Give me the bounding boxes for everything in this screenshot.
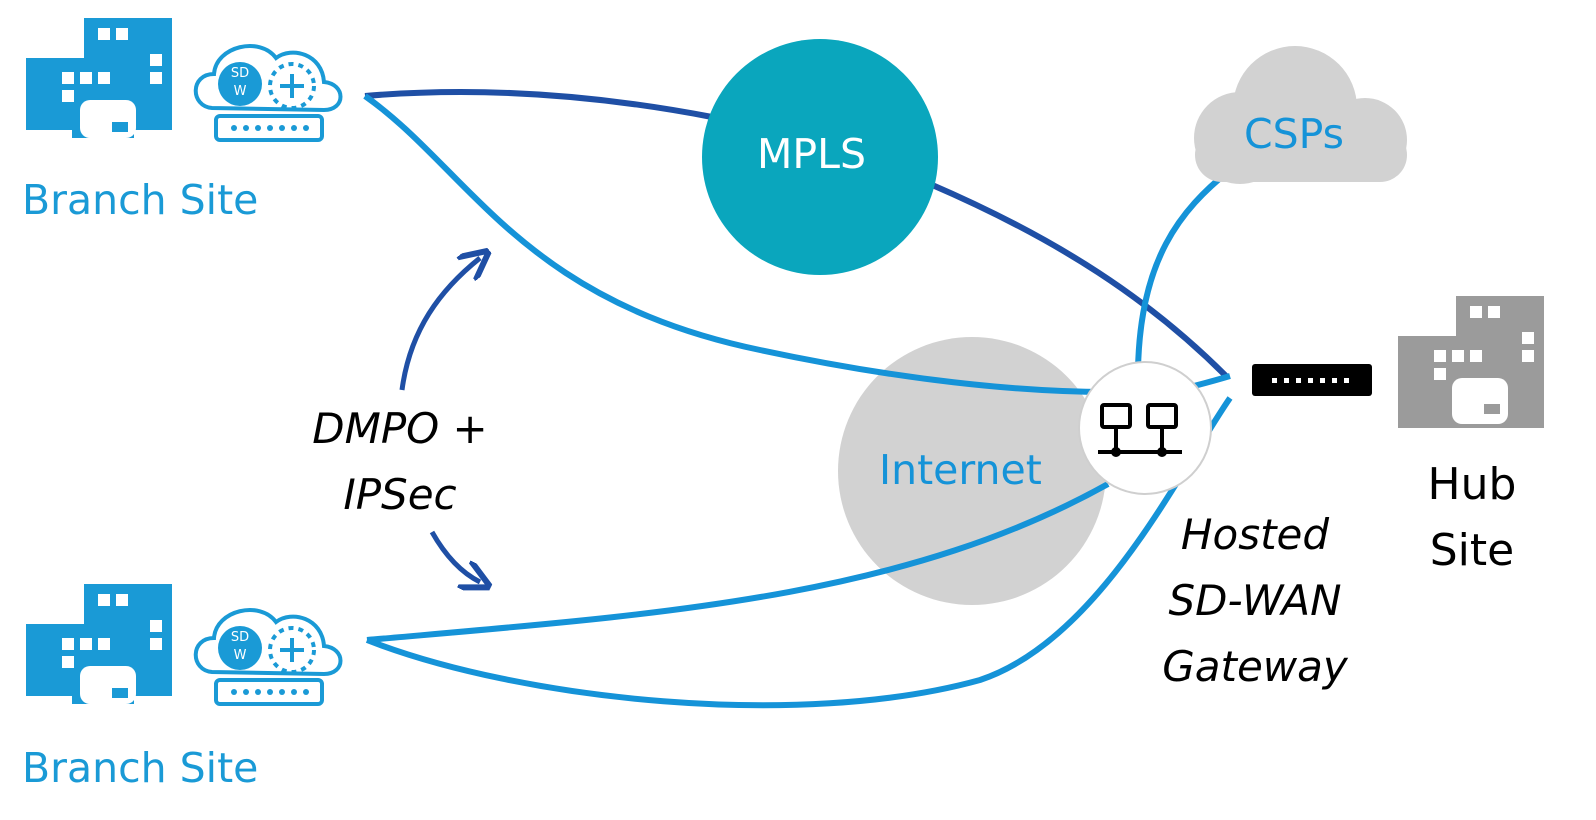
branch-site-bottom-label: Branch Site: [22, 744, 259, 792]
tunnel-label: DMPO + IPSec: [300, 396, 500, 528]
building-icon: [26, 584, 172, 704]
gateway-label-line3: Gateway: [1162, 642, 1348, 691]
hub-appliance-icon: [1252, 364, 1372, 396]
tunnel-label-line2: IPSec: [343, 470, 457, 519]
tunnel-label-line1: DMPO +: [312, 404, 488, 453]
mpls-label: MPLS: [757, 130, 866, 178]
gateway-label: Hosted SD-WAN Gateway: [1140, 502, 1370, 700]
tunnel-arrow-up: [399, 258, 480, 391]
mpls-circle: [702, 39, 938, 275]
network-switch-icon: [1098, 403, 1182, 457]
branch-site-top-label: Branch Site: [22, 176, 259, 224]
mpls-link-top: [364, 89, 713, 120]
sdw-badge-line1: SD: [231, 66, 249, 81]
csps-cloud: [1194, 46, 1407, 184]
building-icon: [26, 18, 172, 138]
sdw-badge-line2: W: [234, 648, 247, 663]
hub-site-label-line2: Site: [1429, 525, 1515, 576]
gateway-circle: [1078, 361, 1212, 495]
internet-link-bottom-a: [366, 481, 1110, 643]
internet-label: Internet: [879, 446, 1042, 494]
hub-building-icon: [1398, 296, 1544, 428]
gateway-label-line2: SD-WAN: [1168, 576, 1342, 625]
hub-site-label: Hub Site: [1412, 452, 1532, 584]
internet-link-top: [363, 93, 1109, 395]
gateway-label-line1: Hosted: [1180, 510, 1330, 559]
csp-link: [1135, 167, 1232, 371]
internet-link-bottom-b: [365, 396, 1233, 709]
sdw-badge-line2: W: [234, 84, 247, 99]
mpls-link-hub: [928, 181, 1229, 379]
sdw-badge-line1: SD: [231, 630, 249, 645]
hub-site-label-line1: Hub: [1427, 459, 1517, 510]
internet-circle: [838, 337, 1106, 605]
sdwan-edge-icon: [193, 608, 343, 706]
tunnel-arrow-down: [429, 530, 480, 582]
sdwan-edge-icon: [193, 44, 343, 142]
csps-label: CSPs: [1244, 110, 1345, 158]
